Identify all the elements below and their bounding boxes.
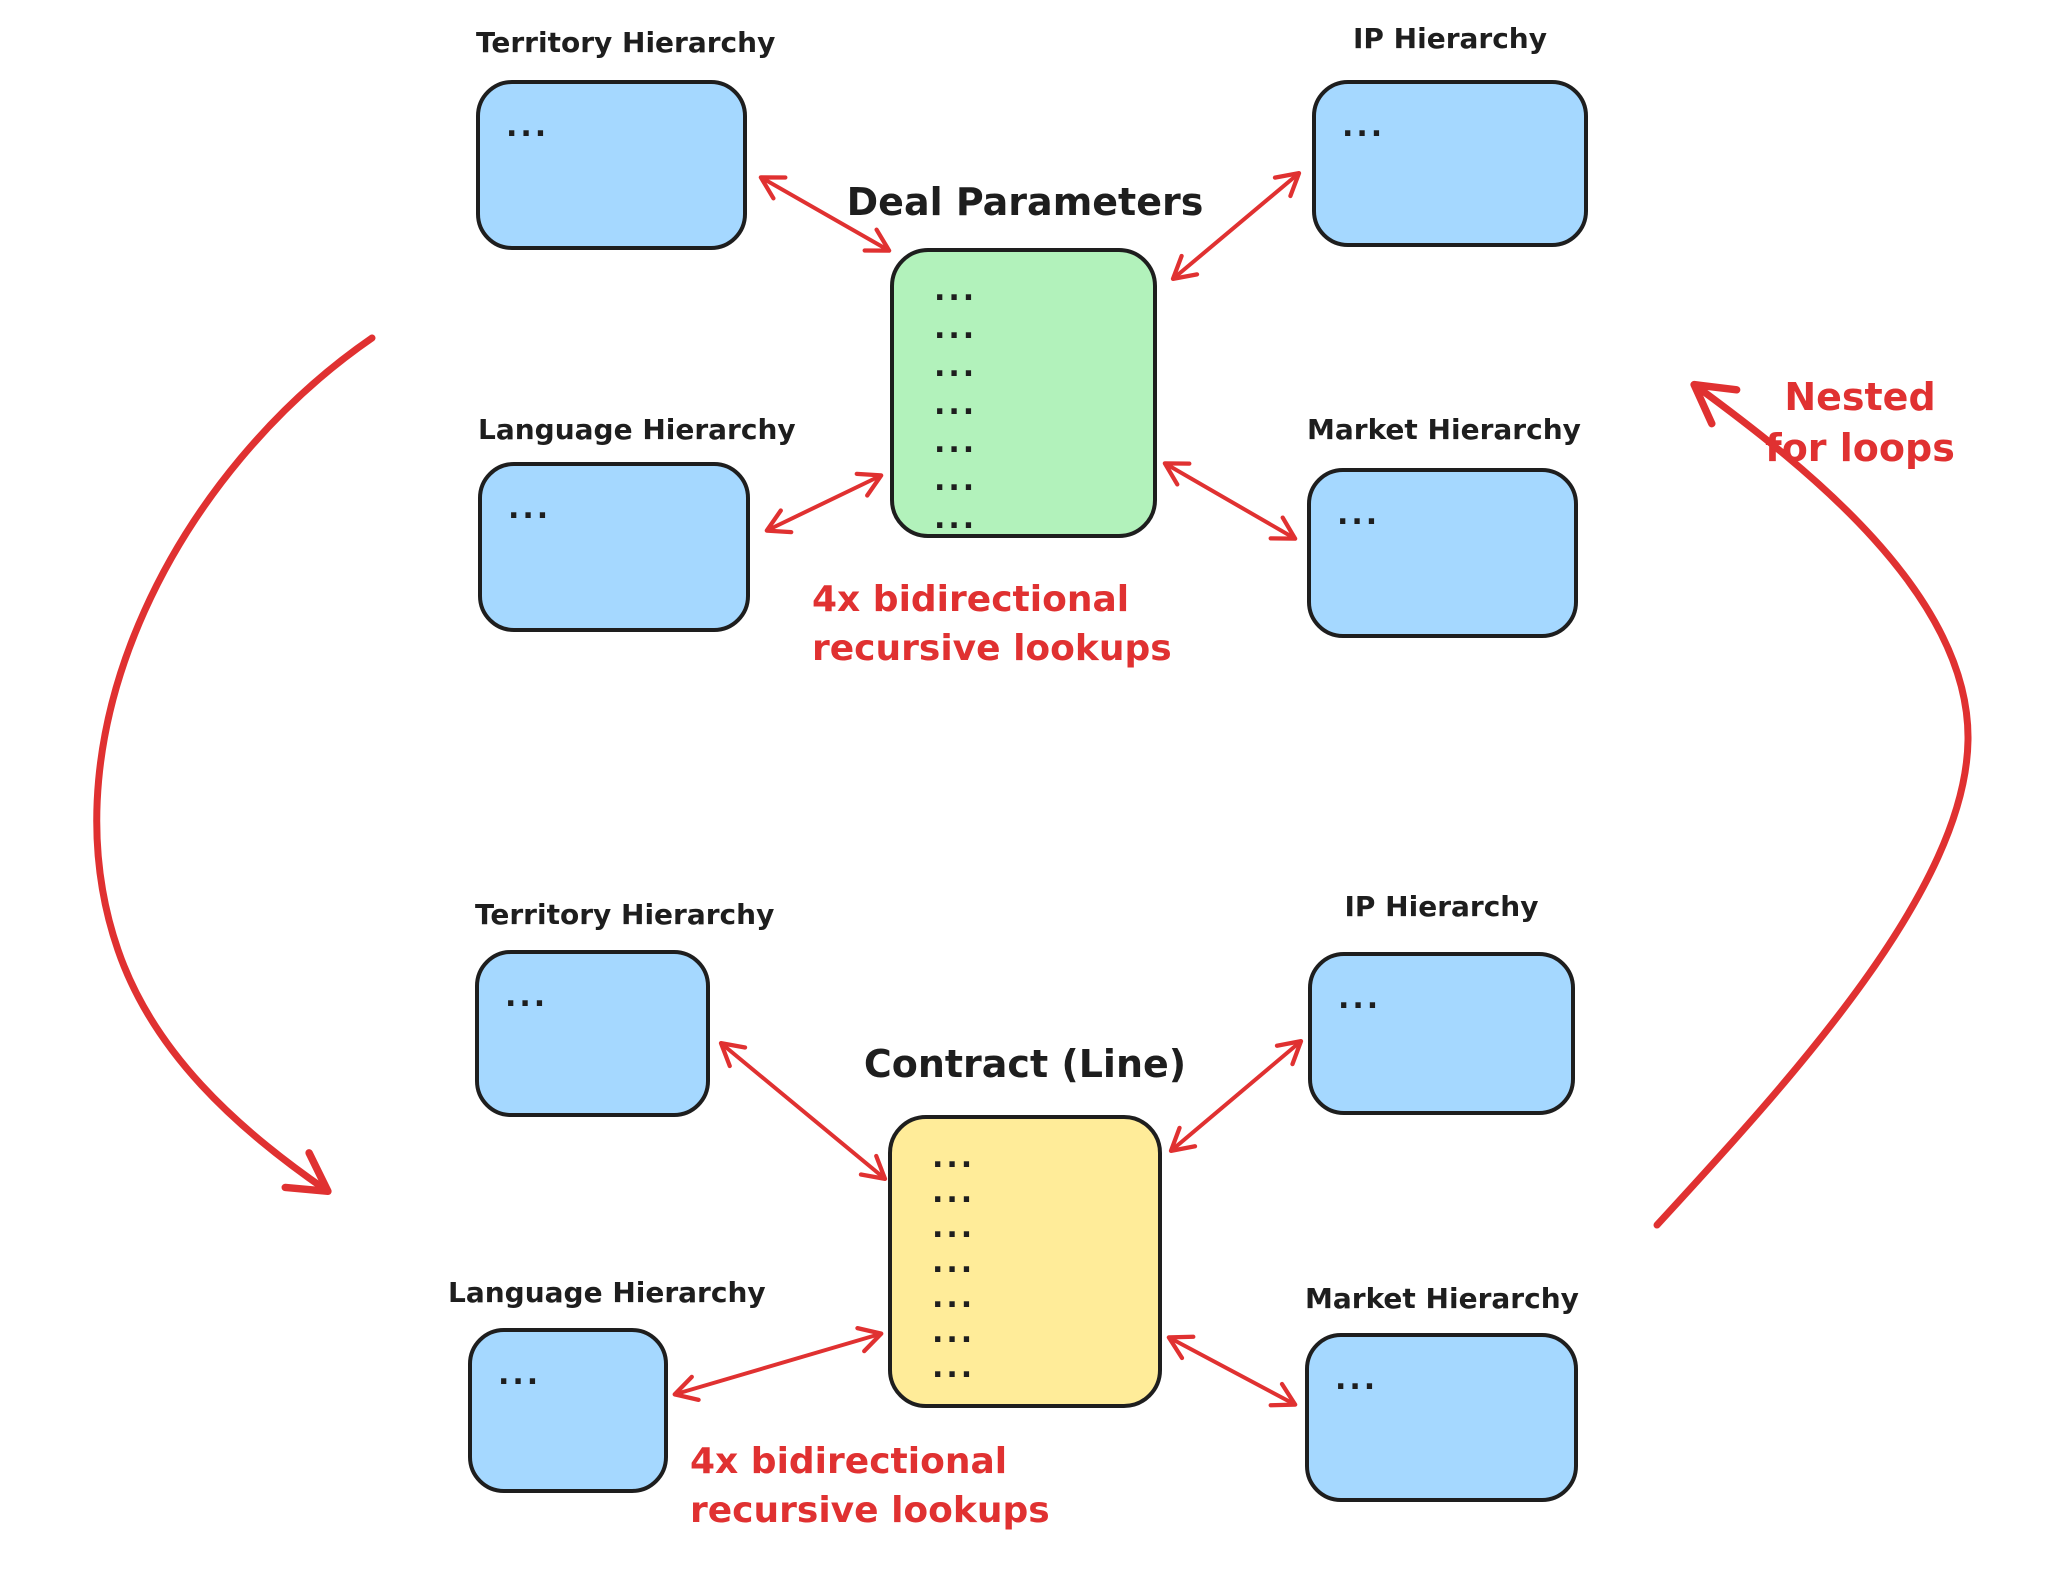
language-hierarchy-box-bottom: ... <box>468 1328 668 1493</box>
ellipsis-text: ... <box>932 1140 976 1175</box>
territory-hierarchy-box-bottom: ... <box>475 950 710 1117</box>
contract-line-box: ... ... ... ... ... ... ... <box>888 1115 1162 1408</box>
ellipsis-text: ... <box>932 1210 976 1245</box>
nested-loop-arrow-right <box>1653 380 1972 1229</box>
market-hierarchy-label-top: Market Hierarchy <box>1307 413 1581 446</box>
ellipsis-text: ... <box>508 491 552 526</box>
ellipsis-text: ... <box>1337 497 1381 532</box>
nested-for-loops-line1: Nested <box>1784 375 1936 419</box>
deal-parameters-label: Deal Parameters <box>846 180 1204 224</box>
nested-for-loops-line2: for loops <box>1765 426 1955 471</box>
ellipsis-text: ... <box>934 387 978 422</box>
ellipsis-text: ... <box>934 273 978 308</box>
arrow-market-contract <box>1166 1334 1298 1408</box>
ellipsis-text: ... <box>934 501 978 536</box>
ip-hierarchy-box-top: ... <box>1312 80 1588 247</box>
language-hierarchy-box-top: ... <box>478 462 750 632</box>
lookups-annotation-top-line1: 4x bidirectional <box>812 579 1130 620</box>
ellipsis-text: ... <box>1335 1362 1379 1397</box>
ellipsis-text: ... <box>932 1280 976 1315</box>
contract-line-label: Contract (Line) <box>863 1042 1187 1086</box>
market-hierarchy-box-bottom: ... <box>1305 1333 1578 1502</box>
language-hierarchy-label-top: Language Hierarchy <box>478 413 796 446</box>
lookups-annotation-bottom-line2: recursive lookups <box>690 1489 1050 1531</box>
lookups-annotation-top: 4x bidirectional recursive lookups <box>812 576 1172 673</box>
arrow-language-contract <box>672 1325 884 1403</box>
ip-hierarchy-label-bottom: IP Hierarchy <box>1344 890 1539 923</box>
ellipsis-text: ... <box>934 311 978 346</box>
lookups-annotation-bottom: 4x bidirectional recursive lookups <box>690 1438 1050 1535</box>
territory-hierarchy-box-top: ... <box>476 80 747 250</box>
nested-for-loops-annotation: Nested for loops <box>1700 372 2020 475</box>
ellipsis-text: ... <box>505 979 549 1014</box>
ellipsis-text: ... <box>932 1350 976 1385</box>
market-hierarchy-label-bottom: Market Hierarchy <box>1305 1282 1579 1315</box>
language-hierarchy-label-bottom: Language Hierarchy <box>448 1276 766 1309</box>
market-hierarchy-box-top: ... <box>1307 468 1578 638</box>
ellipsis-text: ... <box>1342 109 1386 144</box>
ip-hierarchy-label-top: IP Hierarchy <box>1352 22 1547 55</box>
ellipsis-text: ... <box>932 1175 976 1210</box>
ellipsis-text: ... <box>498 1357 542 1392</box>
ellipsis-text: ... <box>934 425 978 460</box>
arrow-language-deal <box>764 471 884 535</box>
territory-hierarchy-label-top: Territory Hierarchy <box>476 26 776 59</box>
nested-loop-arrow-left <box>93 334 376 1196</box>
lookups-annotation-bottom-line1: 4x bidirectional <box>690 1441 1008 1482</box>
ellipsis-text: ... <box>932 1245 976 1280</box>
deal-parameters-box: ... ... ... ... ... ... ... <box>890 248 1157 538</box>
ellipsis-text: ... <box>506 109 550 144</box>
ellipsis-text: ... <box>932 1315 976 1350</box>
ellipsis-text: ... <box>934 463 978 498</box>
lookups-annotation-top-line2: recursive lookups <box>812 627 1172 669</box>
arrow-market-deal <box>1162 461 1298 541</box>
ellipsis-text: ... <box>934 349 978 384</box>
ellipsis-text: ... <box>1338 981 1382 1016</box>
ip-hierarchy-box-bottom: ... <box>1308 952 1575 1115</box>
territory-hierarchy-label-bottom: Territory Hierarchy <box>475 898 775 931</box>
